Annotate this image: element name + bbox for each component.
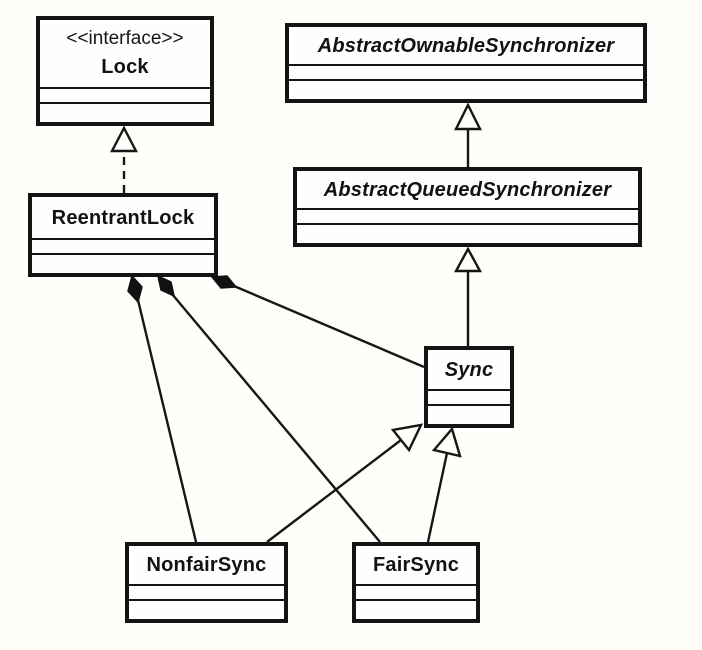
edge-composition-reentrantlock-nonfairsync: [136, 299, 198, 543]
aos-attributes-compartment: [289, 64, 643, 79]
aos-class-name: AbstractOwnableSynchronizer: [317, 34, 615, 57]
aqs-attributes-compartment: [297, 208, 638, 223]
sync-title-compartment: Sync: [428, 350, 510, 389]
sync-attributes-compartment: [428, 389, 510, 404]
class-box-fair-sync: FairSync: [352, 542, 480, 623]
aos-methods-compartment: [289, 79, 643, 99]
reentrantlock-class-name: ReentrantLock: [51, 206, 195, 229]
nonfairsync-title-compartment: NonfairSync: [129, 546, 284, 584]
lock-stereotype: <<interface>>: [66, 27, 184, 49]
fairsync-class-name: FairSync: [372, 554, 460, 576]
hollow-triangle-arrowhead-sync-left: [390, 423, 424, 453]
nonfairsync-class-name: NonfairSync: [146, 554, 267, 576]
aqs-title-compartment: AbstractQueuedSynchronizer: [297, 171, 638, 208]
fairsync-title-compartment: FairSync: [356, 546, 476, 584]
sync-class-name: Sync: [444, 358, 494, 381]
sync-methods-compartment: [428, 404, 510, 424]
lock-attributes-compartment: [40, 87, 210, 102]
hollow-triangle-arrowhead-aos: [454, 102, 482, 131]
composition-diamond-sync: [210, 275, 238, 289]
reentrantlock-title-compartment: ReentrantLock: [32, 197, 214, 238]
edge-composition-reentrantlock-sync: [233, 284, 425, 369]
composition-diamond-nonfairsync: [127, 274, 143, 304]
class-box-sync: Sync: [424, 346, 514, 428]
aqs-methods-compartment: [297, 223, 638, 243]
lock-title-compartment: <<interface>> Lock: [40, 20, 210, 87]
class-box-lock: <<interface>> Lock: [36, 16, 214, 126]
lock-methods-compartment: [40, 102, 210, 122]
aqs-class-name: AbstractQueuedSynchronizer: [323, 178, 612, 201]
hollow-triangle-arrowhead-aqs: [453, 246, 483, 273]
edge-generalization-nonfairsync-sync: [266, 439, 402, 543]
reentrantlock-methods-compartment: [32, 253, 214, 273]
nonfairsync-attributes-compartment: [129, 584, 284, 599]
class-box-abstract-ownable-synchronizer: AbstractOwnableSynchronizer: [285, 23, 647, 103]
edge-composition-reentrantlock-fairsync: [171, 293, 381, 543]
class-box-reentrant-lock: ReentrantLock: [28, 193, 218, 277]
nonfairsync-methods-compartment: [129, 599, 284, 619]
fairsync-attributes-compartment: [356, 584, 476, 599]
hollow-triangle-arrowhead-lock: [110, 125, 138, 153]
fairsync-methods-compartment: [356, 599, 476, 619]
lock-class-name: Lock: [101, 56, 149, 79]
class-box-abstract-queued-synchronizer: AbstractQueuedSynchronizer: [293, 167, 642, 247]
reentrantlock-attributes-compartment: [32, 238, 214, 253]
composition-diamond-fairsync: [156, 274, 176, 298]
class-box-nonfair-sync: NonfairSync: [125, 542, 288, 623]
hollow-triangle-arrowhead-sync-bottom: [431, 426, 462, 458]
aos-title-compartment: AbstractOwnableSynchronizer: [289, 27, 643, 64]
edge-generalization-fairsync-sync: [426, 452, 449, 543]
